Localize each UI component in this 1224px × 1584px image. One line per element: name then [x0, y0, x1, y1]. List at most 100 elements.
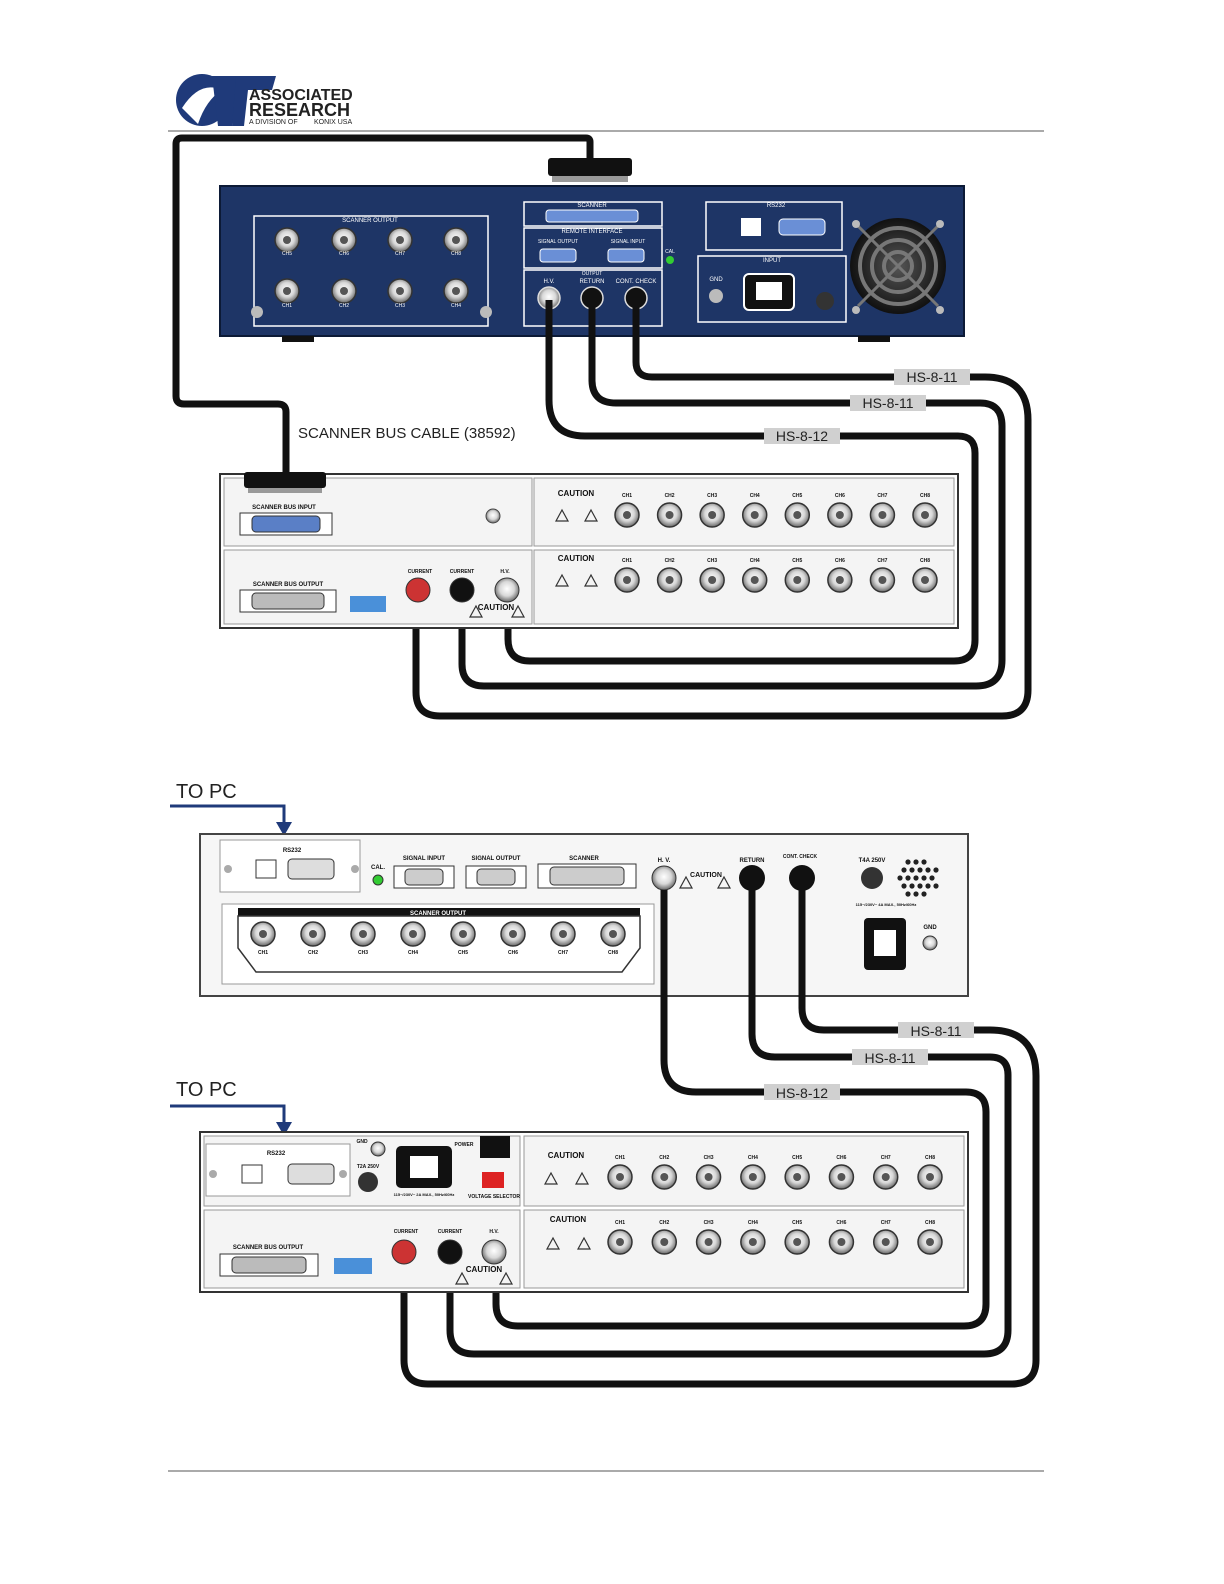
usb-port-icon — [255, 859, 277, 879]
signal-output-label: SIGNAL OUTPUT — [538, 239, 578, 245]
cable-label: HS-8-11 — [906, 369, 957, 385]
current-label: CURRENT — [438, 1229, 462, 1235]
cont-check-jack-icon — [789, 865, 815, 891]
scanner-label: SCANNER — [577, 203, 607, 209]
channel-label: CH8 — [925, 1155, 935, 1161]
bus-input-label: SCANNER BUS INPUT — [252, 505, 316, 511]
fuse-label: T4A 250V — [859, 858, 886, 864]
caution-label: CAUTION — [558, 489, 595, 498]
hipot-rear-panel-bottom: RS232 CAL. SIGNAL INPUT SIGNAL OUTPUT SC… — [199, 833, 969, 997]
warning-triangle-icon — [716, 875, 732, 889]
current-red-jack-icon — [391, 1239, 417, 1265]
channel-label: CH7 — [395, 251, 405, 257]
warning-triangle-icon — [454, 1271, 470, 1285]
scanner-label: SCANNER — [569, 856, 599, 862]
channel-label: CH2 — [659, 1155, 669, 1161]
channel-label: CH8 — [920, 558, 930, 564]
channel-label: CH1 — [622, 493, 632, 499]
signal-output-label: SIGNAL OUTPUT — [472, 856, 521, 862]
cal-led-icon — [372, 874, 384, 886]
signal-input-label: SIGNAL INPUT — [403, 856, 446, 862]
bus-output-label: SCANNER BUS OUTPUT — [233, 1245, 304, 1251]
to-pc-label: TO PC — [176, 1079, 237, 1101]
db25-port-icon — [251, 515, 321, 533]
channel-label: CH2 — [339, 303, 349, 309]
channel-label: CH6 — [836, 1220, 846, 1226]
rs232-label: RS232 — [767, 203, 786, 209]
cable-label: HS-8-11 — [862, 395, 913, 411]
power-rating-label: 115~/230V~ 2A MAX., 50Hz/60Hz — [394, 1192, 455, 1197]
warning-triangle-icon — [545, 1236, 561, 1250]
cable-label: HS-8-12 — [776, 1085, 828, 1101]
fuse-holder-icon — [861, 867, 883, 889]
power-label: POWER — [455, 1142, 474, 1148]
warning-triangle-icon — [583, 508, 599, 522]
channel-label: CH3 — [707, 558, 717, 564]
channel-label: CH2 — [659, 1220, 669, 1226]
usb-port-icon — [741, 218, 761, 236]
bottom-cables — [400, 890, 1040, 1388]
channel-label: CH5 — [458, 950, 468, 956]
company-logo: ASSOCIATED RESEARCH A DIVISION OF KONIX … — [176, 74, 353, 126]
channel-label: CH4 — [748, 1155, 758, 1161]
caution-label: CAUTION — [690, 872, 722, 879]
channel-label: CH8 — [920, 493, 930, 499]
channel-label: CH4 — [408, 950, 418, 956]
warning-triangle-icon — [576, 1236, 592, 1250]
bottom-cable-labels: HS-8-11 HS-8-11 HS-8-12 — [764, 1022, 974, 1101]
gnd-label: GND — [923, 925, 937, 931]
scanner-bus-cable-label: SCANNER BUS CABLE (38592) — [298, 425, 516, 442]
bus-connector-bottom — [244, 472, 326, 488]
warning-triangle-icon — [510, 604, 526, 618]
gnd-label: GND — [709, 277, 723, 283]
brand-line-1: ASSOCIATED — [249, 87, 353, 104]
input-label: INPUT — [763, 258, 781, 264]
dip-switch-icon — [350, 596, 386, 612]
channel-label: CH7 — [881, 1220, 891, 1226]
output-label: OUTPUT — [582, 271, 603, 277]
ground-terminal-icon — [709, 289, 723, 303]
channel-label: CH7 — [877, 558, 887, 564]
channel-label: CH3 — [358, 950, 368, 956]
cable-label: HS-8-11 — [864, 1050, 915, 1066]
hv-label: H.V. — [489, 1229, 499, 1235]
db25-port-icon — [231, 1256, 307, 1274]
warning-triangle-icon — [574, 1171, 590, 1185]
brand-line-3b: KONIX USA — [314, 119, 352, 126]
to-pc-arrow-icon — [170, 804, 286, 828]
return-jack-icon — [739, 865, 765, 891]
warning-triangle-icon — [583, 573, 599, 587]
channel-label: CH4 — [750, 493, 760, 499]
caution-label: CAUTION — [558, 554, 595, 563]
return-label: RETURN — [740, 858, 765, 864]
channel-label: CH8 — [925, 1220, 935, 1226]
cable-label: HS-8-11 — [910, 1023, 961, 1039]
current-red-jack-icon — [405, 577, 431, 603]
fuse-holder-icon — [816, 292, 834, 310]
current-label: CURRENT — [394, 1229, 418, 1235]
channel-label: CH2 — [665, 493, 675, 499]
cal-led-icon — [666, 256, 674, 264]
channel-label: CH7 — [877, 493, 887, 499]
serial-port-icon — [287, 1163, 335, 1185]
voltage-selector-icon[interactable] — [482, 1172, 504, 1188]
channel-label: CH8 — [451, 251, 461, 257]
channel-label: CH3 — [704, 1155, 714, 1161]
channel-label: CH4 — [451, 303, 461, 309]
channel-label: CH3 — [395, 303, 405, 309]
channel-label: CH5 — [792, 558, 802, 564]
power-switch-icon[interactable] — [480, 1136, 510, 1158]
scanner-bus-cable — [172, 134, 594, 476]
hv-jack-icon — [494, 577, 520, 603]
caution-label: CAUTION — [478, 603, 515, 612]
channel-label: CH1 — [282, 303, 292, 309]
fuse-holder-icon — [358, 1172, 378, 1192]
ground-terminal-icon — [922, 935, 938, 951]
channel-label: CH1 — [258, 950, 268, 956]
scanner-unit-bottom: RS232 GND T2A 250V 115~/230V~ 2A MAX., 5… — [199, 1131, 969, 1293]
db25-port-icon — [251, 592, 325, 610]
current-label: CURRENT — [450, 569, 474, 575]
usb-port-icon — [241, 1164, 263, 1184]
current-black-jack-icon — [449, 577, 475, 603]
